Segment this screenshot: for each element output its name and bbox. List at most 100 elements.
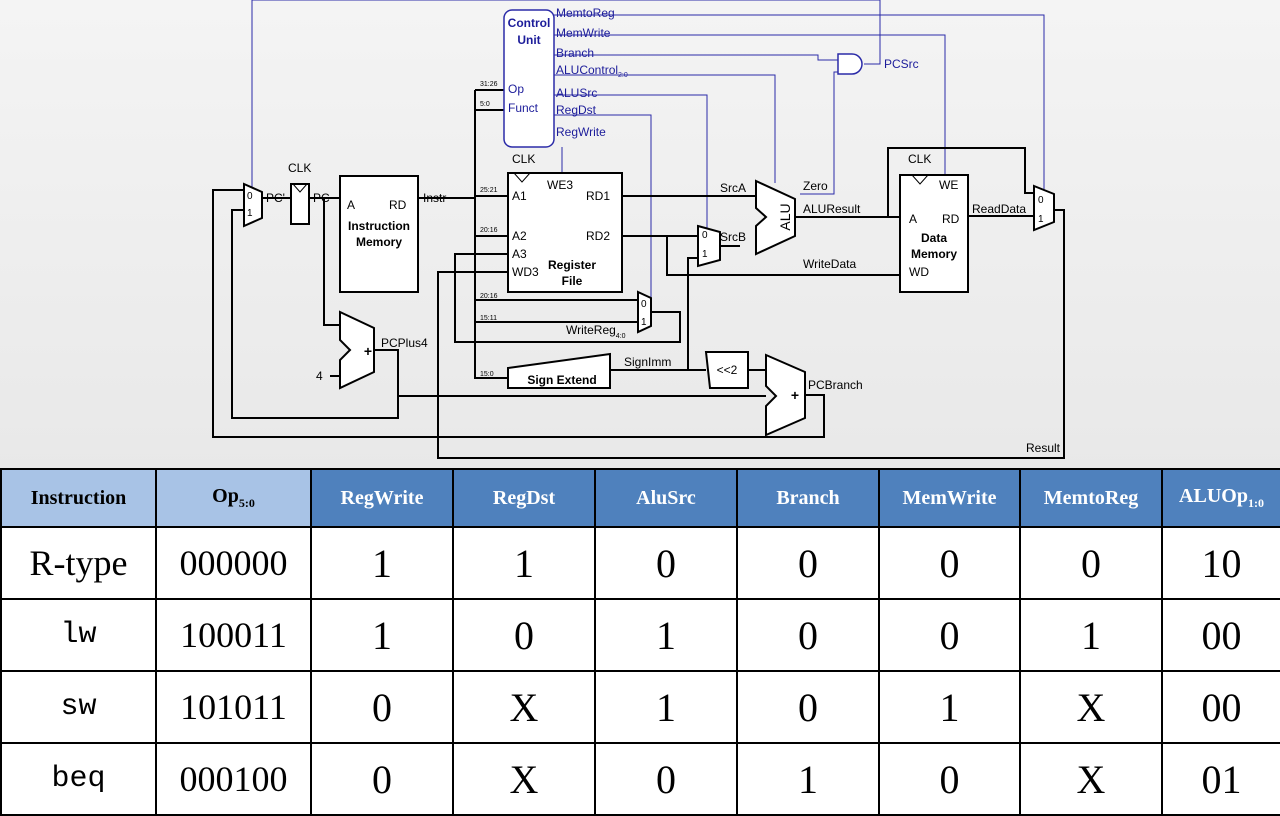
srcb-mux: 0 1 [697,224,721,268]
svg-text:WD3: WD3 [512,265,539,279]
svg-text:0: 0 [1038,195,1044,206]
header-regdst: RegDst [452,468,596,528]
alu: ALU [755,179,796,256]
svg-text:WD: WD [909,265,929,279]
cell-op: 000100 [155,742,312,816]
cell-memtoreg: 0 [1019,526,1163,600]
svg-text:20:16: 20:16 [480,293,498,300]
memwrite-label: MemWrite [556,26,611,40]
instruction-memory: A RD Instruction Memory [339,175,419,293]
four-label: 4 [316,369,323,383]
header-regwrite: RegWrite [310,468,454,528]
control-unit-title-2: Unit [517,33,540,47]
svg-text:0: 0 [702,230,708,241]
pc-prime-label: PC' [266,191,285,205]
branch-label: Branch [556,46,594,60]
memtoreg-label: MemtoReg [556,6,615,20]
result-mux: 0 1 [1033,184,1055,232]
svg-text:WE: WE [939,178,958,192]
srcb-label: SrcB [720,230,746,244]
header-aluop: ALUOp1:0 [1161,468,1280,528]
cell-regdst: 0 [452,598,596,672]
control-unit-funct: Funct [508,101,539,115]
readdata-label: ReadData [972,202,1026,216]
cell-memtoreg: 1 [1019,598,1163,672]
data-memory: CLK WE A RD Data Memory WD [899,152,969,293]
cell-instr: lw [0,598,157,672]
cell-instr: sw [0,670,157,744]
cell-memwrite: 0 [878,598,1021,672]
pcbranch-label: PCBranch [808,378,863,392]
cell-alusrc: 1 [594,670,738,744]
header-memwrite: MemWrite [878,468,1021,528]
cell-aluop: 01 [1161,742,1280,816]
pc-clk-label: CLK [288,161,311,175]
control-unit-title-1: Control [508,16,551,30]
svg-text:RD: RD [389,198,407,212]
svg-text:31:26: 31:26 [480,81,498,88]
pcbranch-adder: + [765,353,806,437]
svg-text:Data: Data [921,231,947,245]
cell-aluop: 00 [1161,598,1280,672]
shift-left-2: <<2 [704,351,749,389]
control-unit-op: Op [508,82,524,96]
control-wires [251,0,1045,298]
header-op: Op5:0 [155,468,312,528]
regwrite-label: RegWrite [556,125,606,139]
cell-memtoreg: X [1019,742,1163,816]
svg-text:<<2: <<2 [717,363,738,377]
signimm-label: SignImm [624,355,671,369]
svg-text:Instruction: Instruction [348,219,410,233]
cell-branch: 0 [736,670,880,744]
svg-text:0: 0 [247,191,253,202]
cell-memwrite: 1 [878,670,1021,744]
svg-text:RD: RD [942,212,960,226]
header-memtoreg: MemtoReg [1019,468,1163,528]
svg-text:File: File [562,274,583,288]
table-row: R-type 000000 1 1 0 0 0 0 10 [0,526,1280,600]
control-signal-labels: MemtoReg MemWrite Branch ALUControl2:0 A… [556,6,919,139]
bit-field-labels: 31:26 5:0 25:21 20:16 20:16 15:11 15:0 [480,81,498,378]
table-row: sw 101011 0 X 1 0 1 X 00 [0,670,1280,744]
svg-text:25:21: 25:21 [480,187,498,194]
cell-aluop: 00 [1161,670,1280,744]
instr-label: Instr [423,191,446,205]
datapath-wires [212,89,1065,459]
svg-text:RD2: RD2 [586,229,610,243]
cell-alusrc: 0 [594,742,738,816]
table-row: beq 000100 0 X 0 1 0 X 01 [0,742,1280,816]
cell-instr: beq [0,742,157,816]
svg-text:A2: A2 [512,229,527,243]
svg-text:Memory: Memory [356,235,402,249]
register-file: CLK WE3 A1 RD1 A2 RD2 A3 WD3 Register Fi… [507,152,623,293]
cell-regwrite: 1 [310,598,454,672]
alusrc-label: ALUSrc [556,86,597,100]
svg-text:WE3: WE3 [547,178,573,192]
header-instruction: Instruction [0,468,157,528]
pcplus4-adder: + [339,310,375,390]
cell-regdst: X [452,742,596,816]
cell-branch: 0 [736,526,880,600]
rf-clk-label: CLK [512,152,535,166]
cell-regwrite: 0 [310,670,454,744]
svg-text:ALU: ALU [777,203,793,230]
svg-text:1: 1 [702,249,708,260]
header-branch: Branch [736,468,880,528]
control-unit: Control Unit Op Funct [503,9,555,148]
svg-text:A1: A1 [512,189,527,203]
writedata-label: WriteData [803,257,856,271]
pcplus4-label: PCPlus4 [381,336,428,350]
result-label: Result [1026,441,1061,455]
cell-regdst: X [452,670,596,744]
and-gate [837,53,863,75]
zero-label: Zero [803,179,828,193]
svg-text:+: + [364,343,372,359]
table-header-row: Instruction Op5:0 RegWrite RegDst AluSrc… [0,468,1280,528]
aluresult-label: ALUResult [803,202,861,216]
cell-memwrite: 0 [878,742,1021,816]
cell-memwrite: 0 [878,526,1021,600]
svg-text:15:0: 15:0 [480,371,494,378]
svg-text:A: A [347,198,355,212]
cell-aluop: 10 [1161,526,1280,600]
svg-text:1: 1 [641,317,647,328]
